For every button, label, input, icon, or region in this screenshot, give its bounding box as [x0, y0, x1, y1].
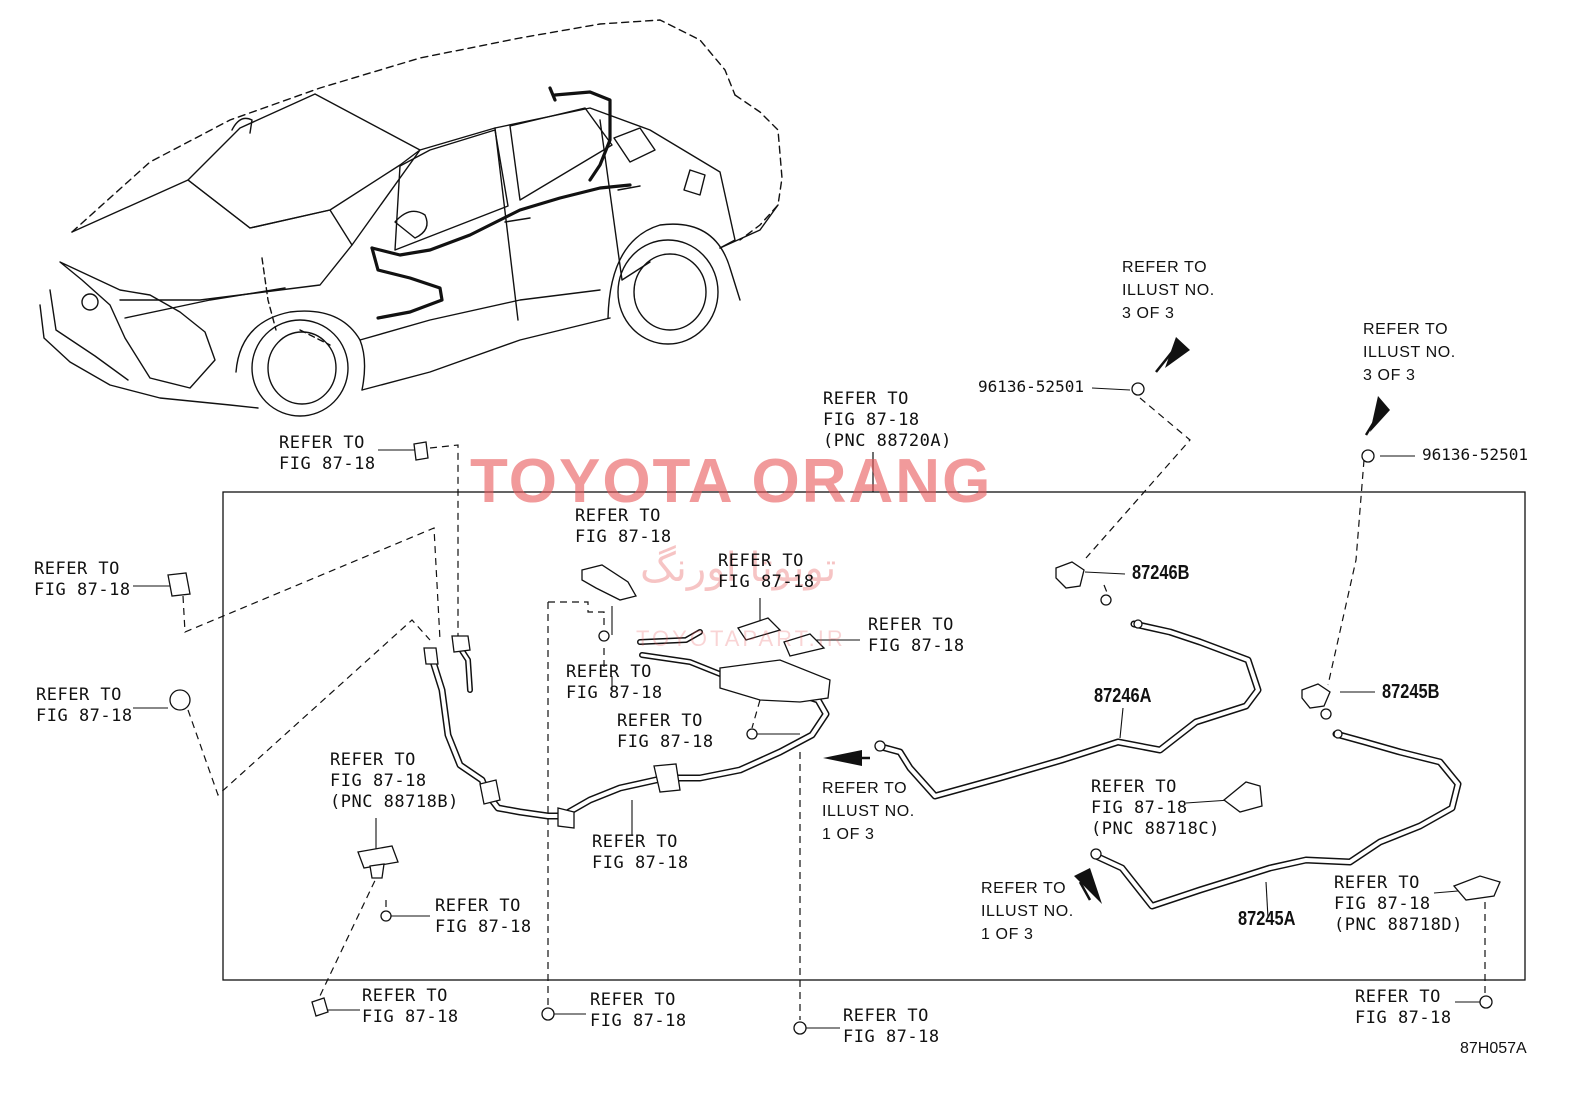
vehicle-outline [39, 19, 783, 417]
ref-illust-1-of-3-mid: REFER TO ILLUST NO. 1 OF 3 [822, 780, 915, 843]
clip [1100, 594, 1112, 606]
elbow-87245b [1301, 683, 1331, 709]
ref-illust-1-of-3-low: REFER TO ILLUST NO. 1 OF 3 [981, 880, 1074, 943]
solid-leaders [133, 387, 1480, 1029]
hardware [167, 382, 1501, 1035]
bracket [783, 633, 826, 657]
hose-87245a [1092, 730, 1462, 910]
part-number-clip-left: 96136-52501 [978, 377, 1084, 396]
hoses [426, 620, 1462, 910]
clip [1133, 619, 1143, 629]
bolt [311, 997, 329, 1017]
ref-fig-87-18-bolt-upper: REFER TO FIG 87-18 [566, 662, 663, 703]
ref-fig-87-18-bottom-center: REFER TO FIG 87-18 [590, 990, 687, 1031]
hose-fitting [451, 635, 471, 653]
clip [1361, 449, 1375, 463]
hose-clamp [653, 763, 681, 793]
dashed-leaders [182, 397, 1486, 1020]
arrow-up-icon [1165, 337, 1190, 368]
ref-illust-3-of-3-left: REFER TO ILLUST NO. 3 OF 3 [1122, 259, 1215, 322]
drawing-code: 87H057A [1460, 1040, 1527, 1057]
bracket [736, 617, 782, 641]
reference-arrows [823, 337, 1390, 904]
ref-fig-87-18-bolt-left: REFER TO FIG 87-18 [435, 896, 532, 937]
part-number-87246a: 87246A [1094, 685, 1152, 707]
watermark-url: TOYOTAPART.IR [636, 626, 846, 651]
elbow-87246b [1055, 561, 1085, 589]
bracket [369, 863, 385, 879]
bracket [581, 564, 637, 601]
clip [1131, 382, 1145, 396]
ref-fig-87-18-bottom-mid: REFER TO FIG 87-18 [843, 1006, 940, 1047]
ref-illust-3-of-3-right: REFER TO ILLUST NO. 3 OF 3 [1363, 321, 1456, 384]
clip [1090, 848, 1102, 860]
clip [1320, 708, 1332, 720]
bolt [1479, 995, 1493, 1009]
ref-fig-87-18-center-right: REFER TO FIG 87-18 [868, 615, 965, 656]
ref-fig-87-18-clamp: REFER TO FIG 87-18 [592, 832, 689, 873]
grommet [167, 572, 191, 597]
hose-87246a [874, 620, 1262, 800]
bracket [1452, 875, 1501, 901]
junction-block [719, 659, 831, 703]
bolt [746, 728, 758, 740]
hose-fitting [423, 647, 439, 665]
watermark-title: TOYOTA ORANG [470, 447, 993, 516]
ref-fig-87-18-bolt-center: REFER TO FIG 87-18 [617, 711, 714, 752]
ref-pnc-88720a: REFER TO FIG 87-18 (PNC 88720A) [823, 389, 952, 451]
bolt [598, 630, 610, 642]
part-number-87245a: 87245A [1238, 908, 1296, 930]
front-hose-assembly [426, 629, 830, 820]
bolt [380, 910, 392, 922]
assembly-frame [222, 491, 1526, 981]
part-number-87245b: 87245B [1382, 681, 1440, 703]
bracket [1222, 781, 1263, 813]
hose-clamp [479, 779, 501, 805]
ref-pnc-88718c: REFER TO FIG 87-18 (PNC 88718C) [1091, 777, 1220, 839]
ref-pnc-88718d: REFER TO FIG 87-18 (PNC 88718D) [1334, 873, 1463, 935]
watermark-persian: تویوتا اورنگ [640, 545, 837, 591]
hose-clamp [557, 807, 575, 829]
bolt [541, 1007, 555, 1021]
ref-fig-87-18-left-lower: REFER TO FIG 87-18 [36, 685, 133, 726]
part-number-87246b: 87246B [1132, 562, 1190, 584]
grommet [413, 441, 429, 461]
grommet [169, 689, 191, 711]
bolt [793, 1021, 807, 1035]
ref-fig-87-18-bottom-right: REFER TO FIG 87-18 [1355, 987, 1452, 1028]
ref-pnc-88718b: REFER TO FIG 87-18 (PNC 88718B) [330, 750, 459, 812]
ref-fig-87-18-bracket-top: REFER TO FIG 87-18 [575, 506, 672, 547]
arrow-down-icon [1074, 868, 1102, 904]
ref-fig-87-18-top-left: REFER TO FIG 87-18 [279, 433, 376, 474]
ref-fig-87-18-bottom-left: REFER TO FIG 87-18 [362, 986, 459, 1027]
clip [874, 740, 886, 752]
ref-fig-87-18-center-bracket: REFER TO FIG 87-18 [718, 551, 815, 592]
clip [1333, 729, 1343, 739]
bracket [357, 845, 399, 869]
ref-fig-87-18-left-upper: REFER TO FIG 87-18 [34, 559, 131, 600]
part-number-clip-right: 96136-52501 [1422, 445, 1528, 464]
